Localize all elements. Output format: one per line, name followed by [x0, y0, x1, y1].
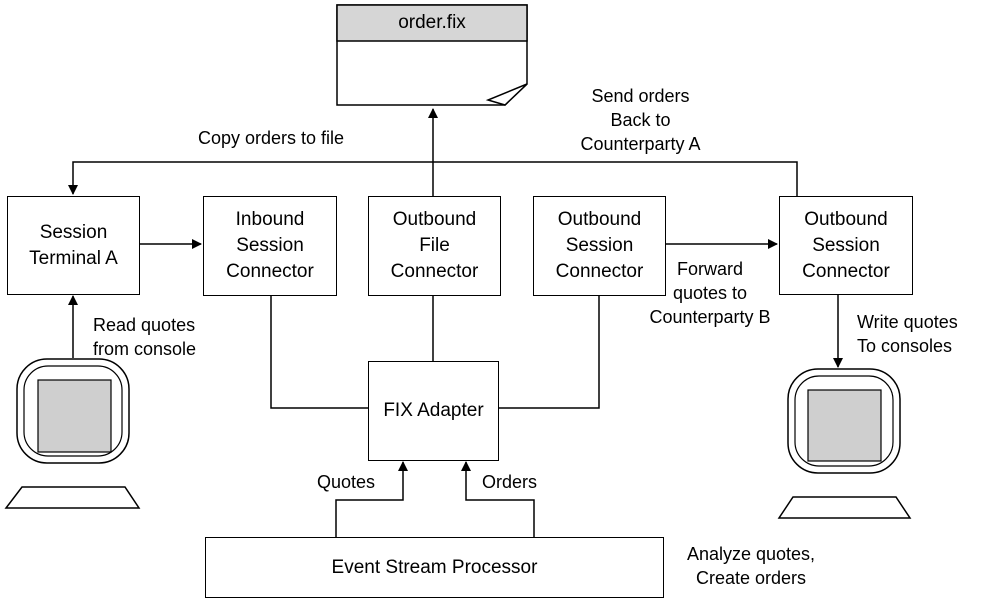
fix-adapter-box: FIX Adapter [368, 361, 499, 461]
label-line: Analyze quotes, [686, 544, 816, 564]
box-line: Connector [555, 261, 644, 282]
send-orders-label: Send orders Back to Counterparty A [558, 84, 723, 156]
box-line: Session [565, 235, 634, 256]
box-line: Inbound [235, 209, 305, 230]
quotes-label: Quotes [317, 472, 376, 492]
box-line: Session [39, 221, 108, 243]
event-stream-processor-box: Event Stream Processor [205, 537, 664, 598]
outbound-session-connector-box: Outbound Session Connector [533, 196, 666, 296]
copy-orders-label: Copy orders to file [198, 128, 345, 148]
label-line: To consoles [857, 336, 953, 356]
write-quotes-label: Write quotes To consoles [857, 310, 958, 358]
label-line: Send orders [591, 86, 690, 106]
label-line: Back to [610, 110, 671, 130]
label-line: quotes to [672, 283, 748, 303]
inbound-session-connector-box: Inbound Session Connector [203, 196, 337, 296]
box-line: Outbound [557, 209, 642, 230]
forward-quotes-label: Forward quotes to Counterparty B [630, 257, 790, 329]
analyze-label: Analyze quotes, Create orders [666, 542, 836, 590]
quotes-orders-edges [335, 461, 535, 537]
label-line: Counterparty A [580, 134, 701, 154]
outbound-session-connector-b-box: Outbound Session Connector [779, 196, 913, 295]
box-line: Session [236, 235, 304, 256]
box-line: FIX Adapter [383, 400, 484, 421]
label-line: Write quotes [857, 312, 958, 332]
box-line: Connector [390, 261, 479, 282]
read-quotes-label: Read quotes from console [93, 313, 196, 361]
box-line: Outbound [804, 208, 888, 230]
file-name: order.fix [398, 12, 466, 33]
box-line: Terminal A [29, 247, 118, 269]
box-line: Connector [226, 261, 314, 282]
send-orders-back-edge [68, 161, 798, 196]
right-console-icon [777, 368, 912, 519]
label-line: Create orders [695, 568, 807, 588]
box-line: Event Stream Processor [331, 556, 538, 578]
label-line: Read quotes [93, 315, 196, 335]
session-terminal-box: Session Terminal A [7, 196, 140, 295]
label-line: from console [93, 339, 197, 359]
label-line: Forward [676, 259, 743, 279]
box-line: File [419, 235, 450, 256]
box-line: Connector [802, 260, 890, 282]
orders-label: Orders [482, 472, 538, 492]
document-icon [336, 4, 528, 106]
label-line: Counterparty B [649, 307, 771, 327]
left-console-icon [4, 358, 141, 509]
outbound-file-connector-box: Outbound File Connector [368, 196, 501, 296]
box-line: Outbound [392, 209, 477, 230]
adapter-links [270, 296, 600, 409]
box-line: Session [812, 234, 880, 256]
